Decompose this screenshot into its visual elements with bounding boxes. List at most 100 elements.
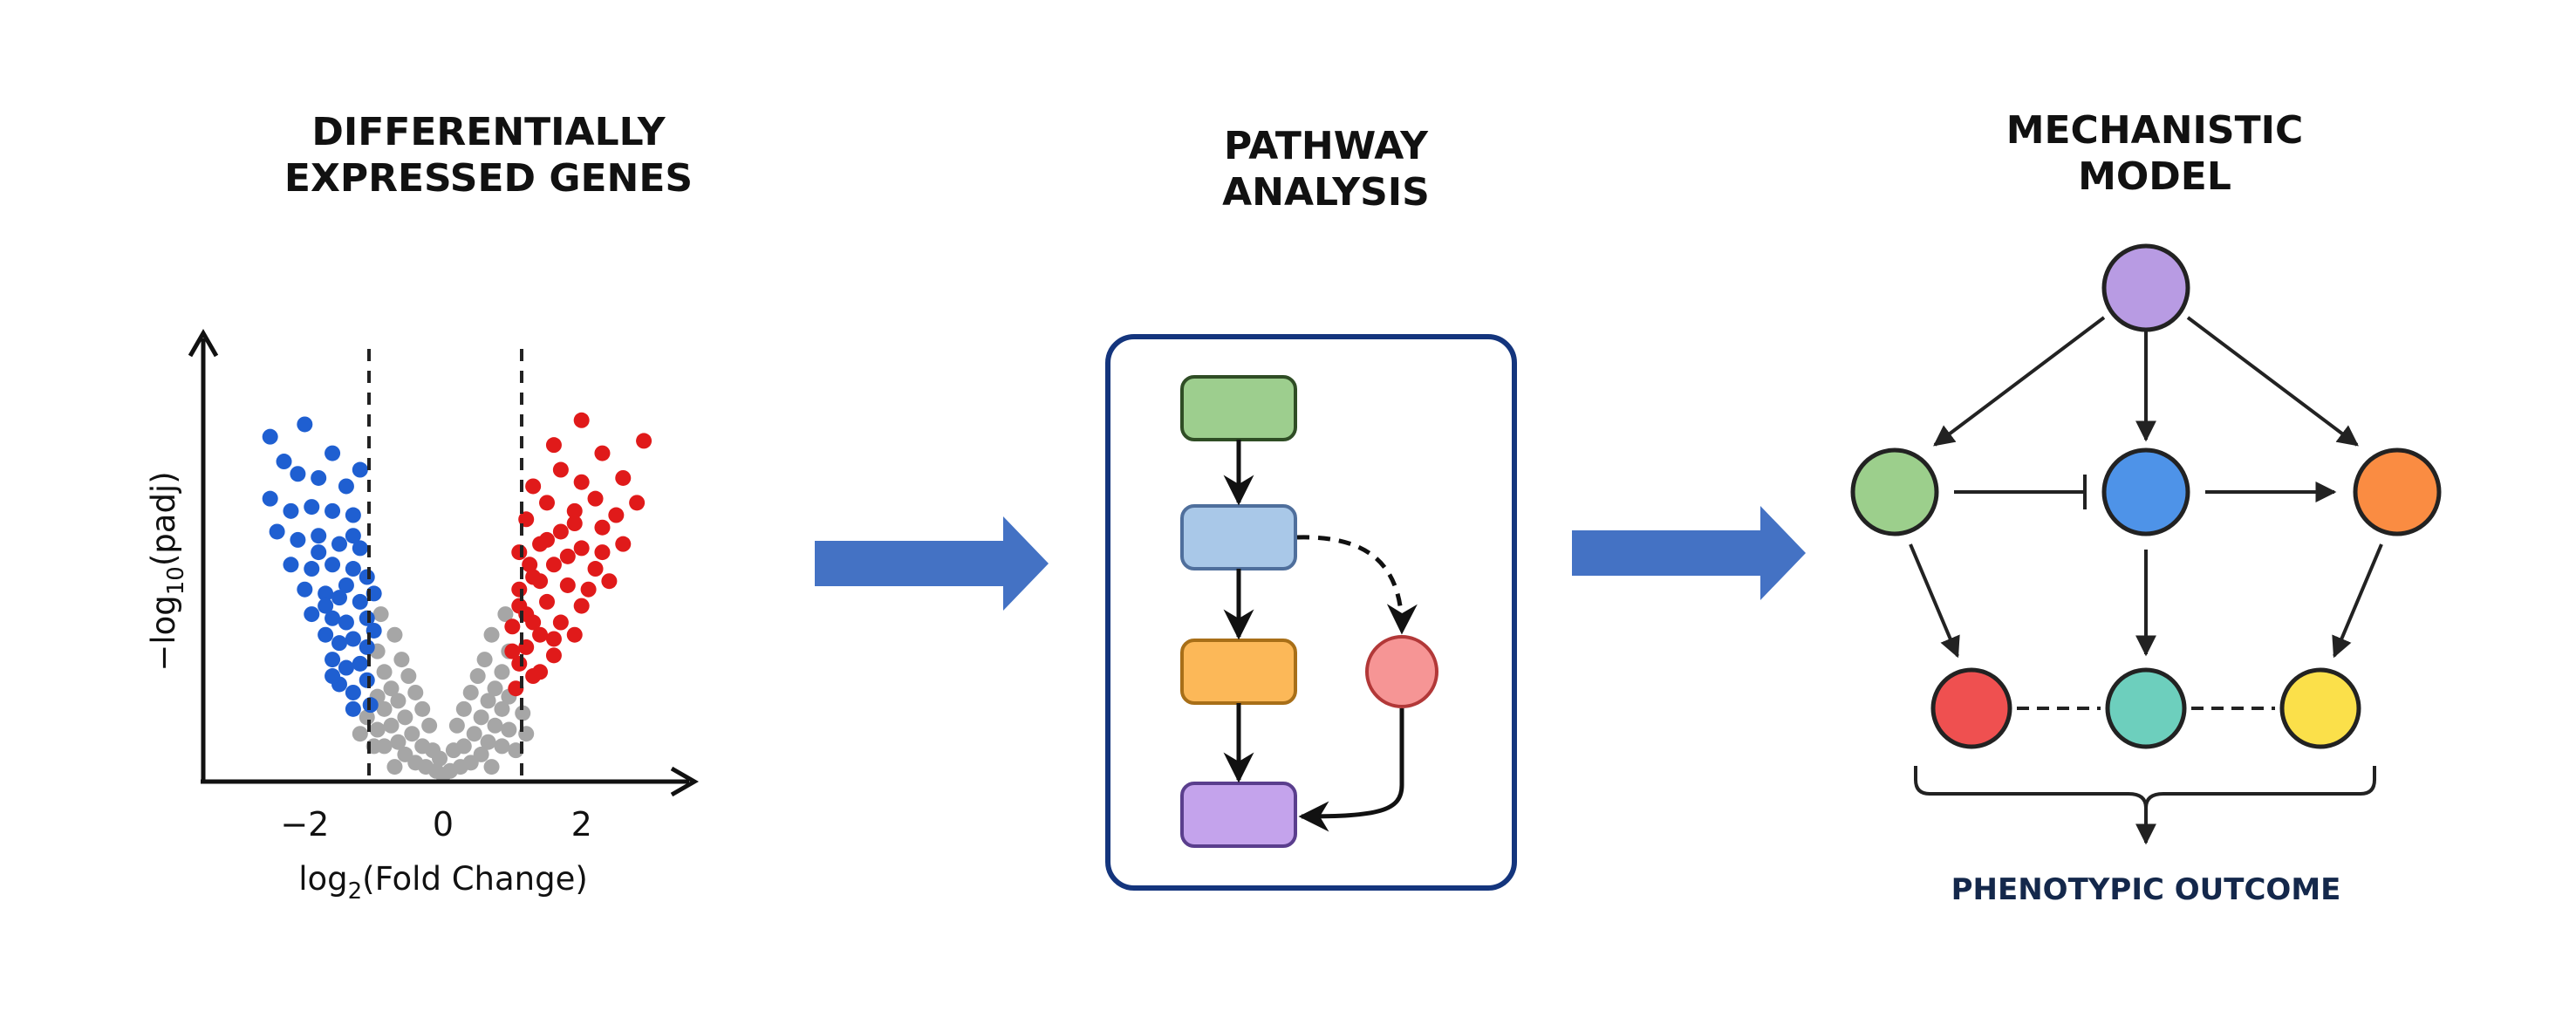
- pathway-title: PATHWAY ANALYSIS: [1108, 124, 1544, 216]
- volcano-point-up-19: [615, 536, 632, 552]
- volcano-point-up-12: [608, 507, 625, 523]
- volcano-point-down-46: [338, 577, 354, 593]
- volcano-point-up-0: [573, 412, 590, 428]
- volcano-point-down-16: [331, 536, 347, 552]
- volcano-point-ns-9: [390, 693, 407, 709]
- volcano-point-down-10: [304, 499, 320, 516]
- volcano-point-up-37: [508, 680, 524, 697]
- pathway-node-pink: [1365, 635, 1438, 708]
- volcano-point-ns-55: [352, 726, 368, 742]
- volcano-point-up-4: [552, 461, 569, 478]
- volcano-point-ns-53: [359, 709, 375, 726]
- volcano-point-down-2: [276, 454, 292, 470]
- volcano-point-down-5: [290, 466, 306, 482]
- model-node-bottom-left: [1930, 667, 2012, 749]
- volcano-point-up-27: [573, 598, 590, 614]
- volcano-point-down-13: [269, 523, 285, 540]
- pathway-node-orange: [1180, 639, 1297, 705]
- model-node-bottom-right: [2279, 667, 2361, 749]
- volcano-point-down-12: [345, 507, 361, 523]
- volcano-point-up-30: [504, 618, 521, 635]
- volcano-point-up-45: [545, 631, 562, 647]
- volcano-point-down-45: [352, 540, 368, 557]
- volcano-point-ns-38: [501, 721, 517, 738]
- volcano-point-ns-6: [383, 680, 400, 697]
- volcano-point-up-38: [532, 573, 549, 590]
- flow-arrow-2: [1572, 506, 1806, 600]
- volcano-point-down-18: [304, 561, 320, 577]
- volcano-point-down-24: [331, 590, 347, 606]
- model-node-top: [2101, 243, 2190, 332]
- volcano-point-up-18: [511, 544, 528, 561]
- phenotypic-outcome-label: PHENOTYPIC OUTCOME: [1951, 872, 2341, 907]
- volcano-point-up-23: [559, 577, 576, 593]
- model-edge-top-left: [1933, 316, 2106, 447]
- pathway-diagram: [1105, 334, 1517, 891]
- deg-title: DIFFERENTIALLY EXPRESSED GENES: [227, 110, 750, 202]
- volcano-point-down-15: [311, 528, 327, 544]
- model-node-left: [1850, 447, 1939, 536]
- volcano-point-down-26: [304, 606, 320, 623]
- volcano-point-ns-13: [383, 717, 400, 734]
- volcano-point-up-15: [594, 519, 611, 536]
- volcano-point-ns-16: [404, 726, 420, 742]
- volcano-point-up-7: [525, 478, 542, 495]
- volcano-point-down-8: [262, 490, 278, 507]
- volcano-point-ns-0: [372, 606, 389, 623]
- volcano-point-up-34: [545, 647, 562, 664]
- volcano-point-up-42: [522, 557, 538, 573]
- volcano-point-ns-36: [466, 726, 482, 742]
- pathway-node-purple: [1180, 782, 1297, 848]
- mechanistic-model: [1850, 243, 2442, 845]
- volcano-point-up-2: [545, 437, 562, 454]
- x-tick-label-2: 2: [571, 805, 592, 844]
- volcano-point-down-44: [311, 544, 327, 561]
- volcano-point-ns-30: [483, 759, 500, 775]
- volcano-point-down-28: [338, 614, 354, 631]
- volcano-point-down-20: [345, 561, 361, 577]
- volcano-point-ns-32: [473, 746, 489, 762]
- volcano-point-up-43: [566, 516, 583, 532]
- volcano-point-down-14: [290, 531, 306, 548]
- x-axis-label: log2(Fold Change): [298, 860, 588, 905]
- volcano-point-ns-11: [414, 700, 431, 717]
- volcano-point-up-25: [601, 573, 618, 590]
- volcano-point-ns-54: [515, 705, 531, 721]
- volcano-point-down-1: [297, 416, 313, 433]
- volcano-point-ns-47: [469, 668, 486, 685]
- volcano-point-up-41: [539, 531, 555, 548]
- y-axis-arrowhead: [188, 328, 219, 358]
- phenotype-brace: [1914, 766, 2376, 809]
- volcano-point-ns-8: [407, 684, 424, 700]
- volcano-point-ns-5: [400, 668, 417, 685]
- x-tick-label-0: −2: [280, 805, 329, 844]
- volcano-point-ns-51: [483, 626, 500, 643]
- volcano-point-up-32: [566, 626, 583, 643]
- x-tick-label-1: 0: [433, 805, 454, 844]
- volcano-point-ns-23: [386, 759, 403, 775]
- pathway-title-line2: ANALYSIS: [1222, 169, 1430, 215]
- volcano-point-down-19: [325, 557, 341, 573]
- volcano-point-up-39: [559, 548, 576, 564]
- model-title-line2: MODEL: [2078, 154, 2231, 199]
- deg-title-line2: EXPRESSED GENES: [284, 155, 694, 201]
- volcano-point-down-30: [318, 626, 334, 643]
- volcano-point-ns-48: [494, 664, 510, 680]
- volcano-point-down-49: [325, 668, 341, 685]
- pathway-edge-blue-pink-dashed: [1296, 535, 1418, 635]
- volcano-point-down-31: [331, 635, 347, 652]
- volcano-point-down-25: [352, 593, 368, 610]
- volcano-point-down-38: [345, 684, 361, 700]
- volcano-point-up-3: [594, 445, 611, 461]
- volcano-point-ns-35: [480, 734, 496, 750]
- volcano-point-ns-3: [393, 652, 410, 668]
- volcano-point-down-27: [325, 610, 341, 626]
- volcano-points: [262, 412, 653, 783]
- volcano-point-up-20: [545, 557, 562, 573]
- volcano-point-up-40: [580, 581, 597, 598]
- model-node-center: [2101, 447, 2190, 536]
- volcano-point-ns-1: [386, 626, 403, 643]
- volcano-point-ns-33: [455, 738, 472, 755]
- volcano-point-up-46: [594, 544, 611, 561]
- volcano-point-ns-59: [432, 750, 448, 767]
